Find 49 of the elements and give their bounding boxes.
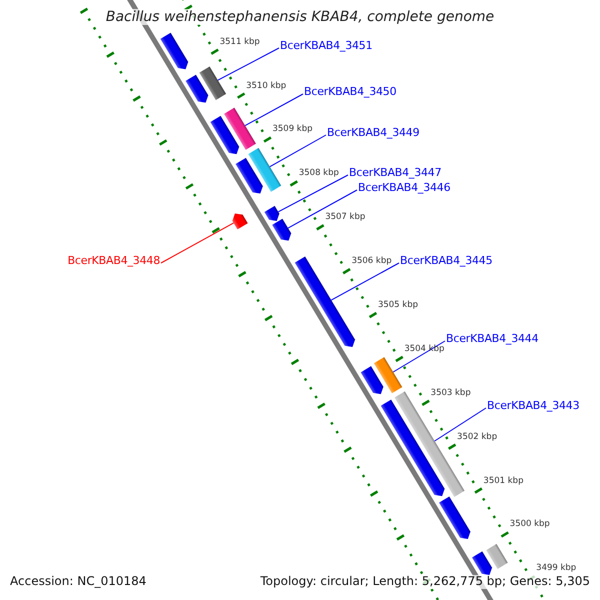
scale-label: 3507 kbp (325, 213, 366, 223)
gene-label: BcerKBAB4_3451 (280, 40, 372, 53)
gene-label: BcerKBAB4_3446 (358, 182, 450, 195)
gene-bar (210, 116, 240, 154)
leader-line (288, 190, 358, 229)
gene-bar (236, 158, 263, 194)
scale-label: 3501 kbp (483, 476, 524, 486)
gene-label: BcerKBAB4_3445 (400, 255, 492, 268)
gene-bar (199, 66, 226, 100)
scale-label: 3509 kbp (272, 125, 313, 136)
gene-bar (380, 400, 445, 496)
gene-bar (186, 74, 208, 103)
gene-bar (486, 544, 508, 569)
gene-label: BcerKBAB4_3449 (327, 127, 420, 140)
leader-line (269, 134, 326, 168)
gene-bar (248, 148, 282, 192)
leader-line (278, 174, 348, 212)
gene-bar (472, 551, 492, 575)
scale-label: 3505 kbp (378, 300, 418, 311)
gene-bar (272, 218, 292, 241)
leader-line (434, 408, 486, 442)
scale-label: 3506 kbp (352, 257, 392, 267)
gene-label: BcerKBAB4_3443 (487, 400, 580, 413)
gene-bar (264, 206, 280, 221)
leader-line (217, 48, 280, 81)
leader-line (244, 94, 304, 126)
gene-bar (224, 108, 256, 150)
accession-text: Accession: NC_010184 (8, 575, 148, 589)
gene-label: BcerKBAB4_3447 (349, 167, 442, 180)
leader-line (392, 340, 446, 372)
leader-line (160, 222, 234, 264)
gene-bar (232, 213, 248, 230)
scale-label: 3502 kbp (457, 432, 498, 442)
gene-bar (439, 496, 470, 539)
scale-label: 3504 kbp (404, 344, 444, 355)
scale-label: 3511 kbp (220, 38, 260, 48)
gene-label: BcerKBAB4_3444 (446, 333, 538, 346)
scale-label: 3499 kbp (536, 564, 576, 574)
gene-bar (160, 32, 188, 70)
scale-label: 3510 kbp (246, 82, 286, 92)
scale-label: 3500 kbp (510, 520, 550, 530)
gene-bar (374, 357, 402, 394)
gene-bar (360, 366, 384, 394)
genome-summary: Topology: circular; Length: 5,262,775 bp; Genes: 5,305 (258, 575, 592, 589)
scale-label: 3503 kbp (430, 388, 471, 399)
leader-line (330, 262, 400, 301)
gene-label: BcerKBAB4_3448 (68, 255, 160, 268)
scale-label: 3508 kbp (298, 169, 339, 180)
gene-label: BcerKBAB4_3450 (304, 86, 396, 99)
